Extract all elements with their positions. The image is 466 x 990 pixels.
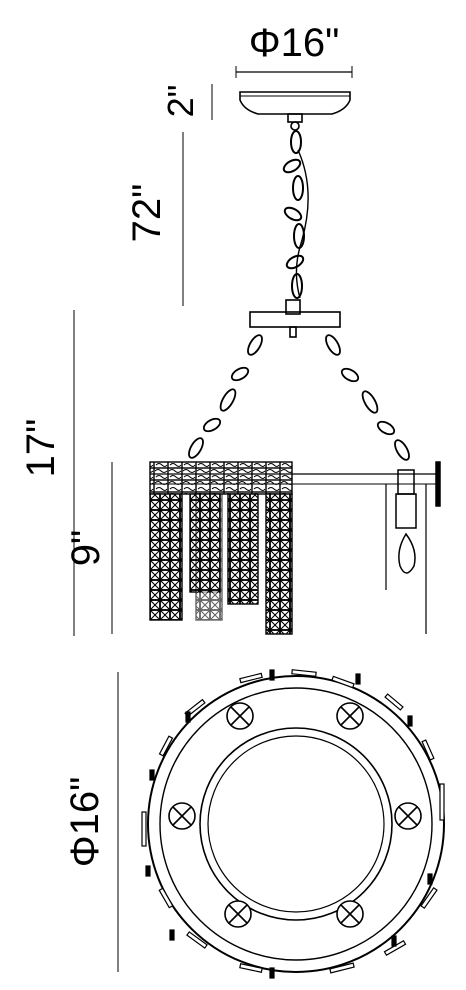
plan-view-crystal-tabs <box>141 669 445 979</box>
fixture-hub <box>249 299 341 338</box>
canopy-width-dimension: Φ16" <box>235 21 353 78</box>
plan-view-mounting-points <box>168 702 422 928</box>
overall-height-dimension: 17" <box>19 310 75 636</box>
canopy-height-label: 2" <box>160 85 201 118</box>
chain-length-label: 72" <box>125 184 169 243</box>
ceiling-canopy <box>239 91 351 131</box>
crystal-shade <box>149 461 440 635</box>
bulb-socket <box>385 461 441 634</box>
chain-length-dimension: 72" <box>125 132 184 306</box>
overall-height-label: 17" <box>19 419 63 478</box>
right-support-chain <box>325 334 410 461</box>
bottom-diameter-label: Φ16" <box>63 777 107 868</box>
plan-view-ring <box>147 675 445 973</box>
left-support-chain <box>188 334 263 459</box>
canopy-height-dimension: 2" <box>160 84 213 120</box>
shade-height-dimension: 9" <box>64 462 113 634</box>
shade-height-label: 9" <box>64 530 108 566</box>
bottom-diameter-dimension: Φ16" <box>63 672 119 972</box>
hanging-chain <box>282 130 309 299</box>
canopy-diameter-label: Φ16" <box>249 21 340 65</box>
